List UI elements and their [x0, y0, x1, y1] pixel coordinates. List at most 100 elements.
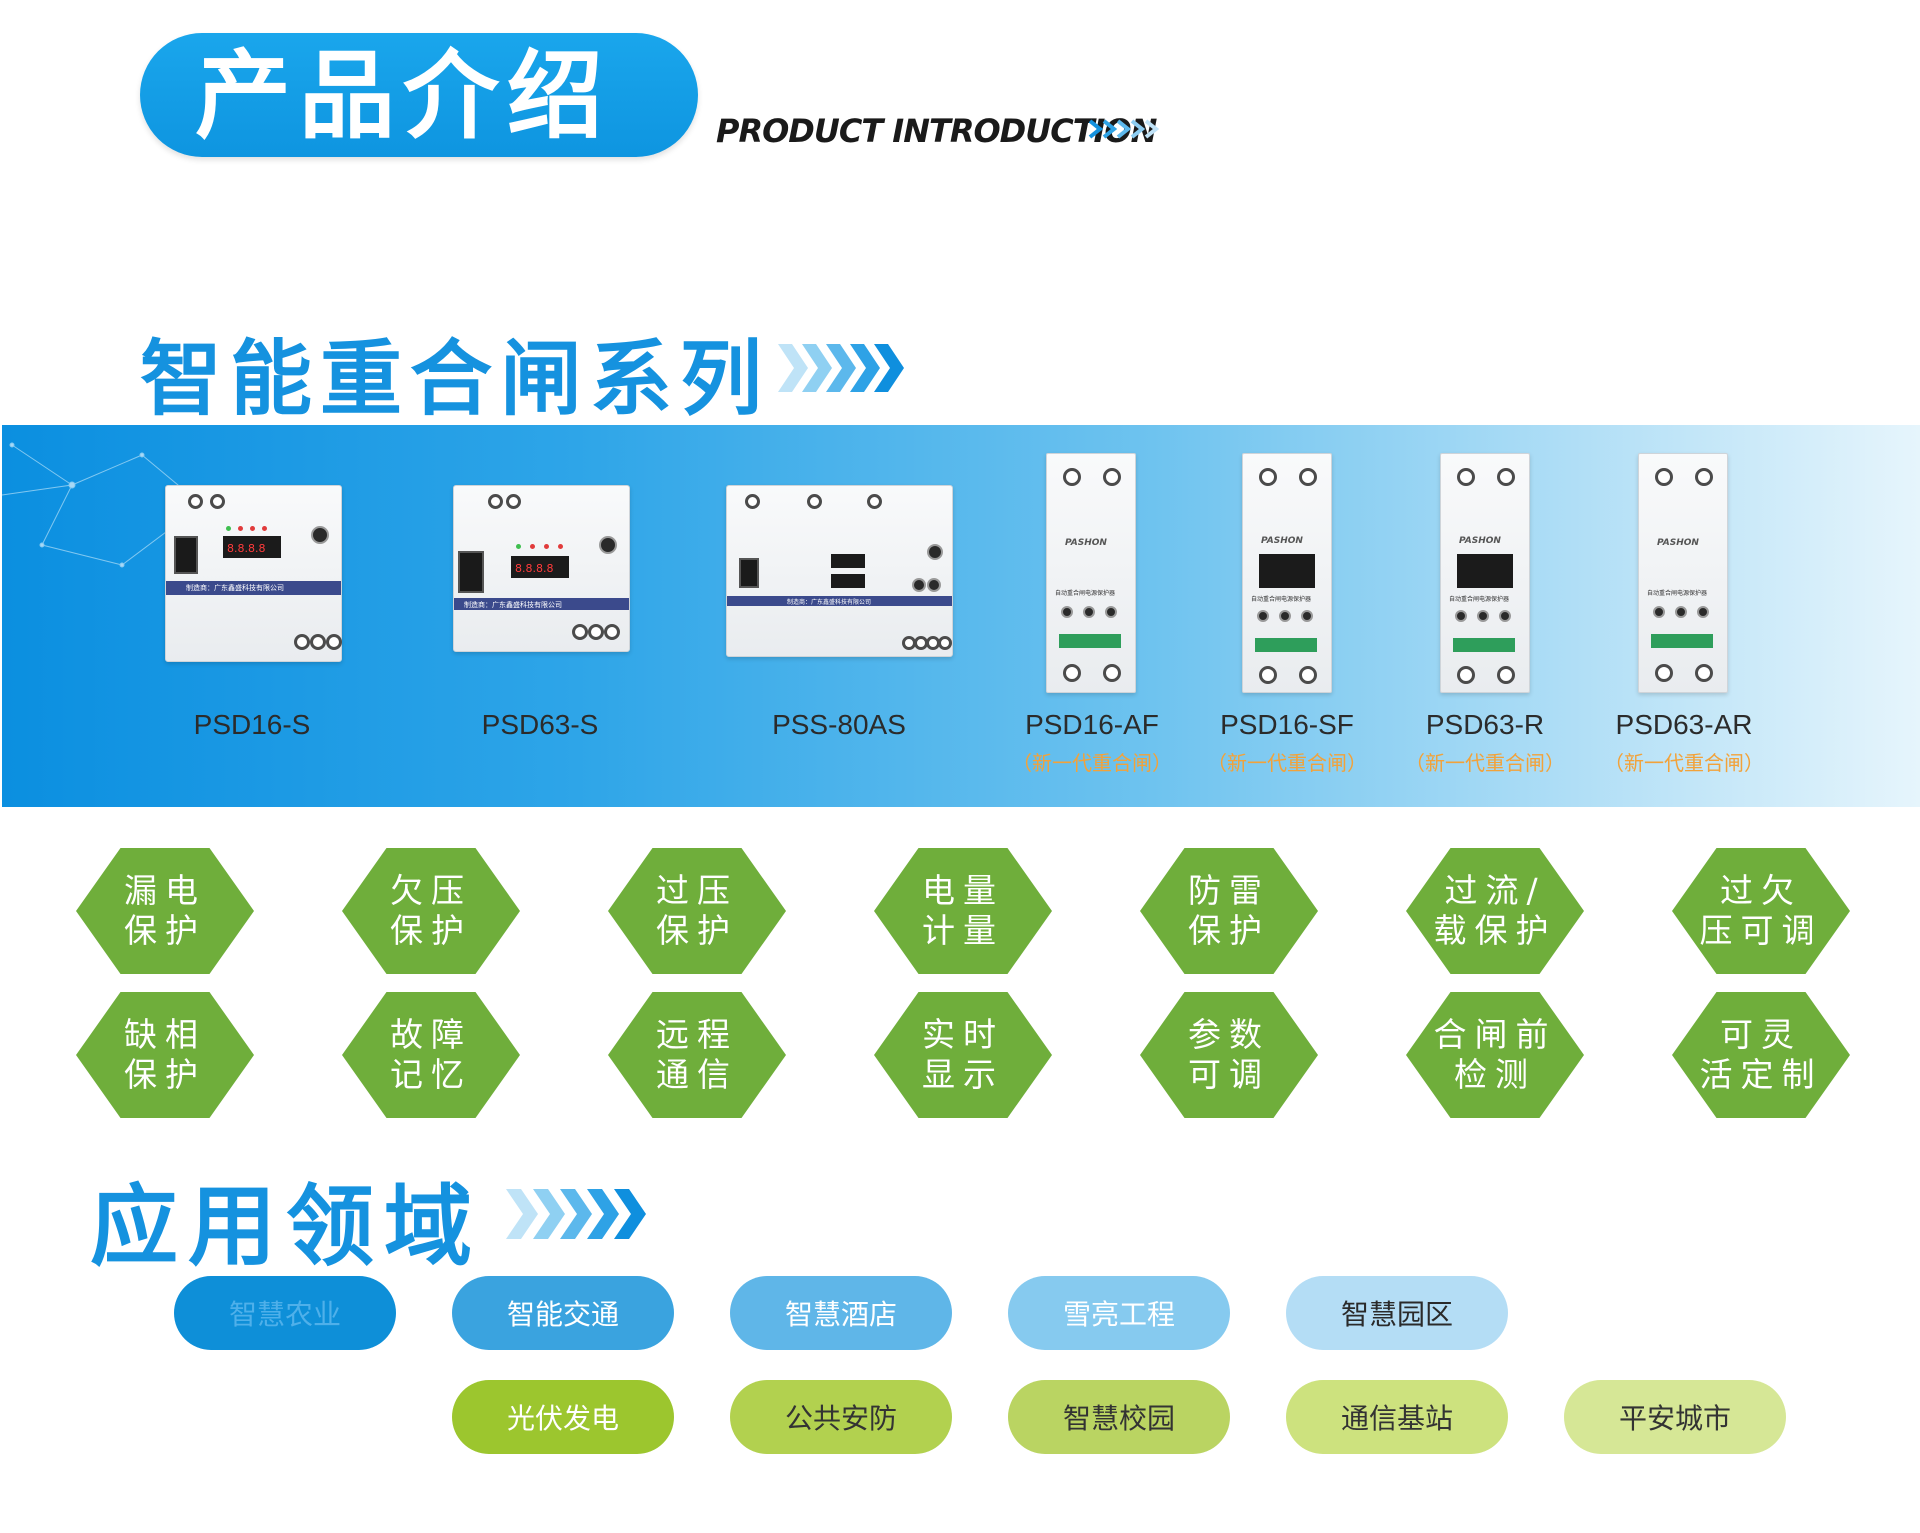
product-pss-80as[interactable]: 制造商：广东鑫盛科技有限公司: [726, 485, 956, 665]
product-psd63-ar[interactable]: PASHON 自动重合闸电源保护器: [1638, 453, 1728, 693]
feature-label: 故障记忆: [342, 992, 520, 1118]
chevron-arrows-icon: [1088, 119, 1160, 139]
device-image: PASHON 自动重合闸电源保护器: [1046, 453, 1136, 693]
application-pill[interactable]: 智慧校园: [1008, 1380, 1230, 1454]
feature-label-line2: 保护: [124, 911, 206, 950]
feature-label-line1: 参数: [1188, 1015, 1270, 1054]
page-subtitle: PRODUCT INTRODUCTION: [716, 112, 1157, 150]
product-name: PSD16-SF: [1220, 709, 1354, 740]
feature-hexagon: 参数可调: [1140, 992, 1318, 1118]
feature-label: 防雷保护: [1140, 848, 1318, 974]
device-image: PASHON 自动重合闸电源保护器: [1440, 453, 1530, 693]
product-note: （新一代重合闸）: [1405, 751, 1565, 775]
product-name: PSS-80AS: [772, 709, 906, 740]
feature-label-line2: 显示: [922, 1055, 1004, 1094]
product-psd16-s[interactable]: 制造商：广东鑫盛科技有限公司 8.8.8.8: [162, 485, 342, 665]
series-section-title: 智能重合闸系列: [140, 332, 771, 427]
feature-label-line2: 保护: [656, 911, 738, 950]
product-psd16-sf[interactable]: PASHON 自动重合闸电源保护器: [1242, 453, 1332, 693]
feature-label: 可灵活定制: [1672, 992, 1850, 1118]
product-name: PSD16-AF: [1025, 709, 1159, 740]
feature-label-line2: 计量: [922, 911, 1004, 950]
feature-label-line1: 远程: [656, 1015, 738, 1054]
feature-label: 过欠压可调: [1672, 848, 1850, 974]
feature-label-line1: 故障: [390, 1015, 472, 1054]
device-image: 制造商：广东鑫盛科技有限公司 8.8.8.8: [453, 485, 630, 652]
feature-label-line2: 保护: [124, 1055, 206, 1094]
feature-label-line1: 漏电: [124, 871, 206, 910]
feature-label: 实时显示: [874, 992, 1052, 1118]
feature-label-line2: 检测: [1454, 1055, 1536, 1094]
feature-label-line1: 缺相: [124, 1015, 206, 1054]
application-pill[interactable]: 智能交通: [452, 1276, 674, 1350]
feature-label: 欠压保护: [342, 848, 520, 974]
application-pill[interactable]: 雪亮工程: [1008, 1276, 1230, 1350]
product-psd63-r[interactable]: PASHON 自动重合闸电源保护器: [1440, 453, 1530, 693]
feature-hexagon: 电量计量: [874, 848, 1052, 974]
feature-label-line1: 合闸前: [1433, 1015, 1557, 1054]
device-image: 制造商：广东鑫盛科技有限公司 8.8.8.8: [165, 485, 342, 662]
product-name: PSD63-S: [481, 709, 599, 740]
feature-label-line2: 记忆: [390, 1055, 472, 1094]
feature-label: 过压保护: [608, 848, 786, 974]
product-name: PSD16-S: [193, 709, 311, 740]
feature-label-line1: 电量: [922, 871, 1004, 910]
feature-hexagon: 缺相保护: [76, 992, 254, 1118]
feature-label: 过流/载保护: [1406, 848, 1584, 974]
feature-hexagon: 欠压保护: [342, 848, 520, 974]
device-image: PASHON 自动重合闸电源保护器: [1638, 453, 1728, 693]
feature-hexagon: 过欠压可调: [1672, 848, 1850, 974]
feature-hexagon: 远程通信: [608, 992, 786, 1118]
product-banner: 制造商：广东鑫盛科技有限公司 8.8.8.8 PSD16-S 制造商：广东鑫盛科…: [2, 425, 1920, 807]
feature-hexagon: 可灵活定制: [1672, 992, 1850, 1118]
feature-label-line1: 欠压: [390, 871, 472, 910]
application-pill[interactable]: 光伏发电: [452, 1380, 674, 1454]
feature-label-line2: 载保护: [1433, 911, 1557, 950]
feature-hexagon: 故障记忆: [342, 992, 520, 1118]
feature-label: 漏电保护: [76, 848, 254, 974]
device-image: 制造商：广东鑫盛科技有限公司: [726, 485, 953, 657]
feature-hexagon: 漏电保护: [76, 848, 254, 974]
feature-label-line2: 通信: [656, 1055, 738, 1094]
feature-label-line2: 活定制: [1699, 1055, 1823, 1094]
feature-label-line1: 过压: [656, 871, 738, 910]
product-name: PSD63-AR: [1615, 709, 1753, 740]
feature-hexagon: 防雷保护: [1140, 848, 1318, 974]
product-psd16-af[interactable]: PASHON 自动重合闸电源保护器: [1046, 453, 1136, 693]
application-pill[interactable]: 智慧酒店: [730, 1276, 952, 1350]
feature-hexagon: 实时显示: [874, 992, 1052, 1118]
feature-label-line2: 保护: [390, 911, 472, 950]
application-pill[interactable]: 智慧农业: [174, 1276, 396, 1350]
device-image: PASHON 自动重合闸电源保护器: [1242, 453, 1332, 693]
application-pill[interactable]: 平安城市: [1564, 1380, 1786, 1454]
feature-label-line1: 过流/: [1444, 871, 1546, 910]
product-name: PSD63-R: [1425, 709, 1545, 740]
feature-label-line1: 实时: [922, 1015, 1004, 1054]
application-pill[interactable]: 公共安防: [730, 1380, 952, 1454]
feature-label-line1: 过欠: [1720, 871, 1802, 910]
product-note: （新一代重合闸）: [1207, 751, 1367, 775]
product-note: （新一代重合闸）: [1604, 751, 1764, 775]
feature-label-line2: 可调: [1188, 1055, 1270, 1094]
feature-hexagon: 合闸前检测: [1406, 992, 1584, 1118]
feature-label: 远程通信: [608, 992, 786, 1118]
feature-label-line1: 防雷: [1188, 871, 1270, 910]
product-psd63-s[interactable]: 制造商：广东鑫盛科技有限公司 8.8.8.8: [450, 485, 630, 665]
feature-label: 电量计量: [874, 848, 1052, 974]
feature-label: 参数可调: [1140, 992, 1318, 1118]
chevron-arrows-icon: [506, 1189, 646, 1239]
application-section-title: 应用领域: [90, 1175, 483, 1278]
application-pill[interactable]: 通信基站: [1286, 1380, 1508, 1454]
feature-hexagon: 过流/载保护: [1406, 848, 1584, 974]
page-title: 产品介绍: [195, 40, 611, 152]
feature-label: 缺相保护: [76, 992, 254, 1118]
feature-label-line1: 可灵: [1720, 1015, 1802, 1054]
product-note: （新一代重合闸）: [1012, 751, 1172, 775]
chevron-arrows-icon: [778, 344, 904, 392]
feature-hexagon: 过压保护: [608, 848, 786, 974]
intro-title-pill: [140, 33, 698, 157]
application-pill[interactable]: 智慧园区: [1286, 1276, 1508, 1350]
feature-label-line2: 保护: [1188, 911, 1270, 950]
feature-label-line2: 压可调: [1699, 911, 1823, 950]
feature-label: 合闸前检测: [1406, 992, 1584, 1118]
